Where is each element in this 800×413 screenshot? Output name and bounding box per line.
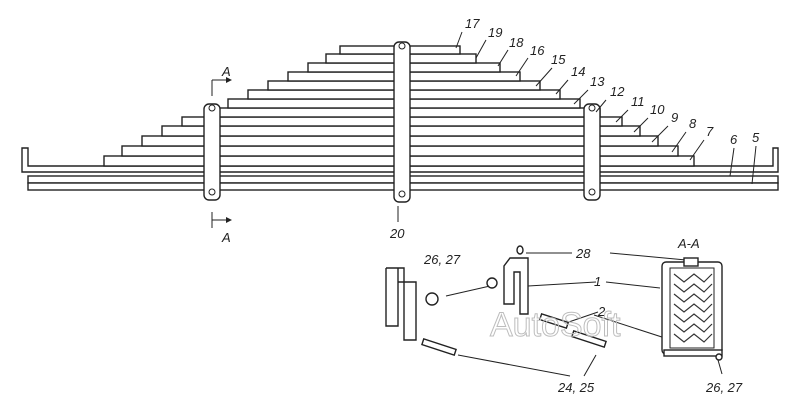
center-bolt-clamp [393, 41, 411, 203]
label-13: 13 [590, 74, 605, 89]
nut-right [486, 277, 498, 289]
label-8: 8 [689, 116, 697, 131]
leaf-spring-assembly [21, 41, 779, 203]
section-a-a-view [661, 257, 723, 361]
leader-lines [397, 31, 757, 377]
label-10: 10 [650, 102, 665, 117]
section-mark-top: A [221, 64, 231, 79]
label-11: 11 [631, 94, 645, 109]
rivet [516, 245, 524, 255]
labels: 17 19 18 16 15 14 13 12 11 10 9 8 7 6 5 … [221, 16, 760, 395]
bolt-left [421, 338, 457, 356]
u-clamp-right [503, 257, 529, 315]
leaf-pack-cross-section [673, 273, 713, 343]
section-title: A-A [677, 236, 700, 251]
left-clamp [203, 103, 221, 201]
label-7: 7 [706, 124, 714, 139]
section-mark-bottom: A [221, 230, 231, 245]
exploded-clamp-parts [385, 245, 607, 356]
label-6: 6 [730, 132, 738, 147]
label-1: 1 [594, 274, 601, 289]
label-19: 19 [488, 25, 502, 40]
watermark: AutoSoft [490, 306, 621, 344]
label-9: 9 [671, 110, 678, 125]
bolt-right [571, 330, 607, 348]
label-18: 18 [509, 35, 524, 50]
label-26-27-right: 26, 27 [705, 380, 743, 395]
label-16: 16 [530, 43, 545, 58]
label-2: 2 [597, 304, 606, 319]
label-28: 28 [575, 246, 591, 261]
section-markers [211, 77, 232, 228]
u-clamp-left [385, 267, 417, 341]
nut-left [425, 292, 439, 306]
label-12: 12 [610, 84, 625, 99]
label-14: 14 [571, 64, 585, 79]
bolt-small [538, 312, 570, 330]
label-26-27-left: 26, 27 [423, 252, 461, 267]
label-17: 17 [465, 16, 480, 31]
label-20: 20 [389, 226, 405, 241]
right-clamp [583, 103, 601, 201]
label-15: 15 [551, 52, 566, 67]
label-24-25: 24, 25 [557, 380, 595, 395]
label-5: 5 [752, 130, 760, 145]
